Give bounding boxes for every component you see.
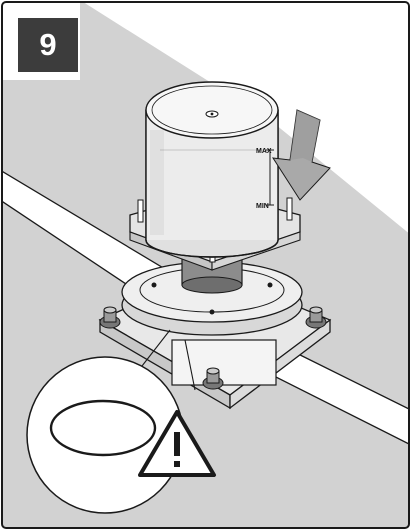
max-level-label: MAX xyxy=(256,148,272,155)
cylinder-reservoir: MAX MIN xyxy=(145,81,279,258)
press-down-arrow-icon xyxy=(272,109,331,201)
bolt-front xyxy=(202,367,224,390)
floor-upper-area xyxy=(80,2,409,235)
bolt-right xyxy=(305,306,327,329)
min-level-label: MIN xyxy=(256,203,269,210)
o-ring-seal xyxy=(49,399,157,457)
step-number: 9 xyxy=(39,27,57,62)
step-number-badge: 9 xyxy=(18,18,78,72)
bolt-left xyxy=(99,306,121,329)
warning-triangle-icon xyxy=(138,410,216,477)
